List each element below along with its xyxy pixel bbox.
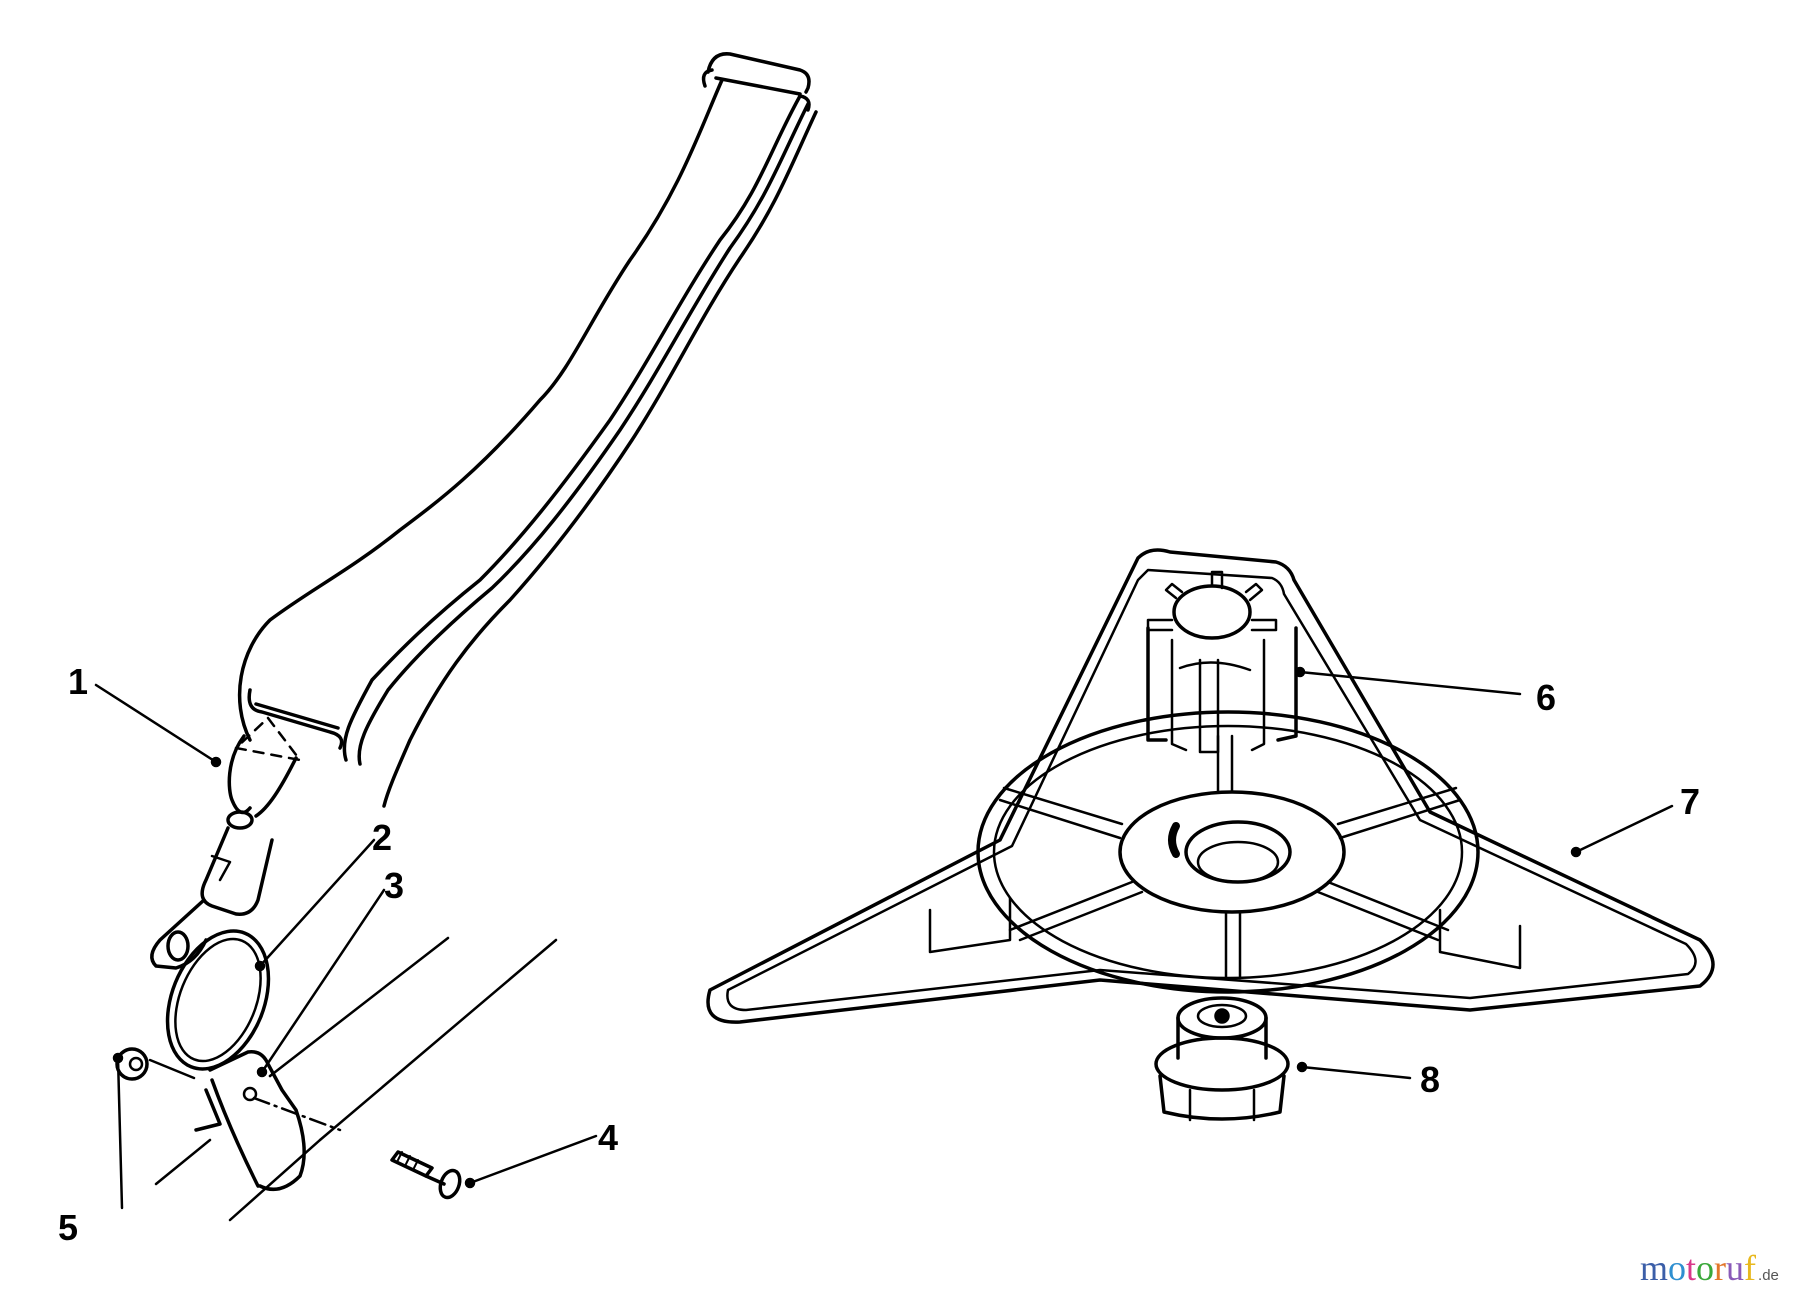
- ring: [165, 929, 271, 1071]
- wm-letter: u: [1726, 1248, 1745, 1288]
- callout-5: 5: [58, 1207, 79, 1248]
- wm-suffix: .de: [1758, 1267, 1779, 1284]
- callout-8: 8: [1420, 1059, 1441, 1100]
- shaft-centerlines: [154, 936, 558, 1222]
- callout-2: 2: [372, 817, 393, 858]
- wm-letter: r: [1714, 1248, 1727, 1288]
- callout-7: 7: [1680, 781, 1701, 822]
- spool-hub: [1146, 570, 1298, 754]
- wm-letter: f: [1744, 1248, 1757, 1288]
- watermark-logo: motoruf.de: [1640, 1247, 1779, 1289]
- hex-nut: [1154, 996, 1290, 1122]
- callout-1: 1: [68, 661, 89, 702]
- spool-ring: [976, 710, 1480, 994]
- shoulder-strap: [150, 52, 818, 970]
- wm-letter: o: [1696, 1248, 1715, 1288]
- screw: [252, 1096, 462, 1200]
- callout-3: 3: [384, 865, 405, 906]
- clamp: [194, 1050, 306, 1192]
- guard-plate: [706, 548, 1715, 1024]
- callout-4: 4: [598, 1117, 619, 1158]
- wm-letter: m: [1640, 1248, 1669, 1288]
- callout-6: 6: [1536, 677, 1557, 718]
- wm-letter: o: [1668, 1248, 1687, 1288]
- nut: [115, 1047, 196, 1081]
- leader-lines: [94, 666, 1674, 1210]
- wm-letter: t: [1686, 1248, 1697, 1288]
